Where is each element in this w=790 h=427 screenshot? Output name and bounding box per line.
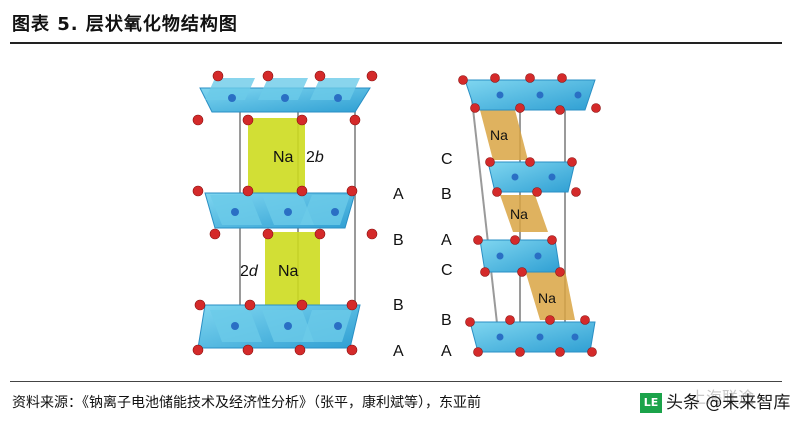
left-na-prism-top [248,118,305,195]
left-na-prism-bottom [265,232,320,310]
left-na-label-top: Na [273,149,294,166]
left-na-label-bottom: Na [278,263,299,280]
left-distance-top-var: b [315,149,324,166]
top-divider [10,42,782,44]
right-na-label: Na [510,206,528,222]
stacking-right-label: A [441,232,452,249]
left-metal-atoms [228,94,342,330]
right-na-label: Na [538,290,556,306]
figure-title: 图表 5. 层状氧化物结构图 [12,14,238,35]
right-na-prism-2 [500,195,548,232]
right-oxide-layer-2 [487,161,576,193]
stacking-right-label: C [441,262,453,279]
source-note: 资料来源：《钠离子电池储能技术及经济性分析》（张平，康利斌等），东亚前 [12,395,481,411]
right-na-prism-1 [480,110,528,160]
left-distance-bottom-num: 2 [240,263,249,280]
bottom-divider [10,381,782,382]
right-metal-atoms [496,91,582,341]
left-distance-top-num: 2 [306,149,315,166]
stacking-left-label: B [393,297,404,314]
left-distance-label-bottom: 2d [240,263,259,280]
stacking-left-label: A [393,343,404,360]
stacking-right-label: B [441,186,452,203]
stacking-right-label: B [441,312,452,329]
watermark-faint-text: 上海联途 [690,388,755,407]
right-na-prism-3 [525,270,575,320]
right-oxygen-atoms [458,73,601,357]
left-oxygen-atoms [192,70,378,356]
left-distance-bottom-var: d [249,263,259,280]
stacking-left-label: B [393,232,404,249]
watermark-text: 头条 @未来智库 [666,393,790,413]
stacking-right-label: A [441,343,452,360]
layered-oxide-diagram: Na 2b Na 2d A B B A C B A C B A [192,70,601,360]
left-oxide-layer-3 [197,304,361,349]
stacking-labels-right: C B A C B A [441,151,453,360]
right-oxide-layer-3 [479,239,561,273]
stacking-labels-left: A B B A [393,186,404,360]
right-oxide-layer-1 [464,79,596,111]
left-distance-label-top: 2b [306,149,324,166]
stacking-left-label: A [393,186,404,203]
left-oxide-layer-2 [204,192,356,229]
right-na-label: Na [490,127,508,143]
stacking-right-label: C [441,151,453,168]
watermark-logo-icon: LE [640,393,662,413]
